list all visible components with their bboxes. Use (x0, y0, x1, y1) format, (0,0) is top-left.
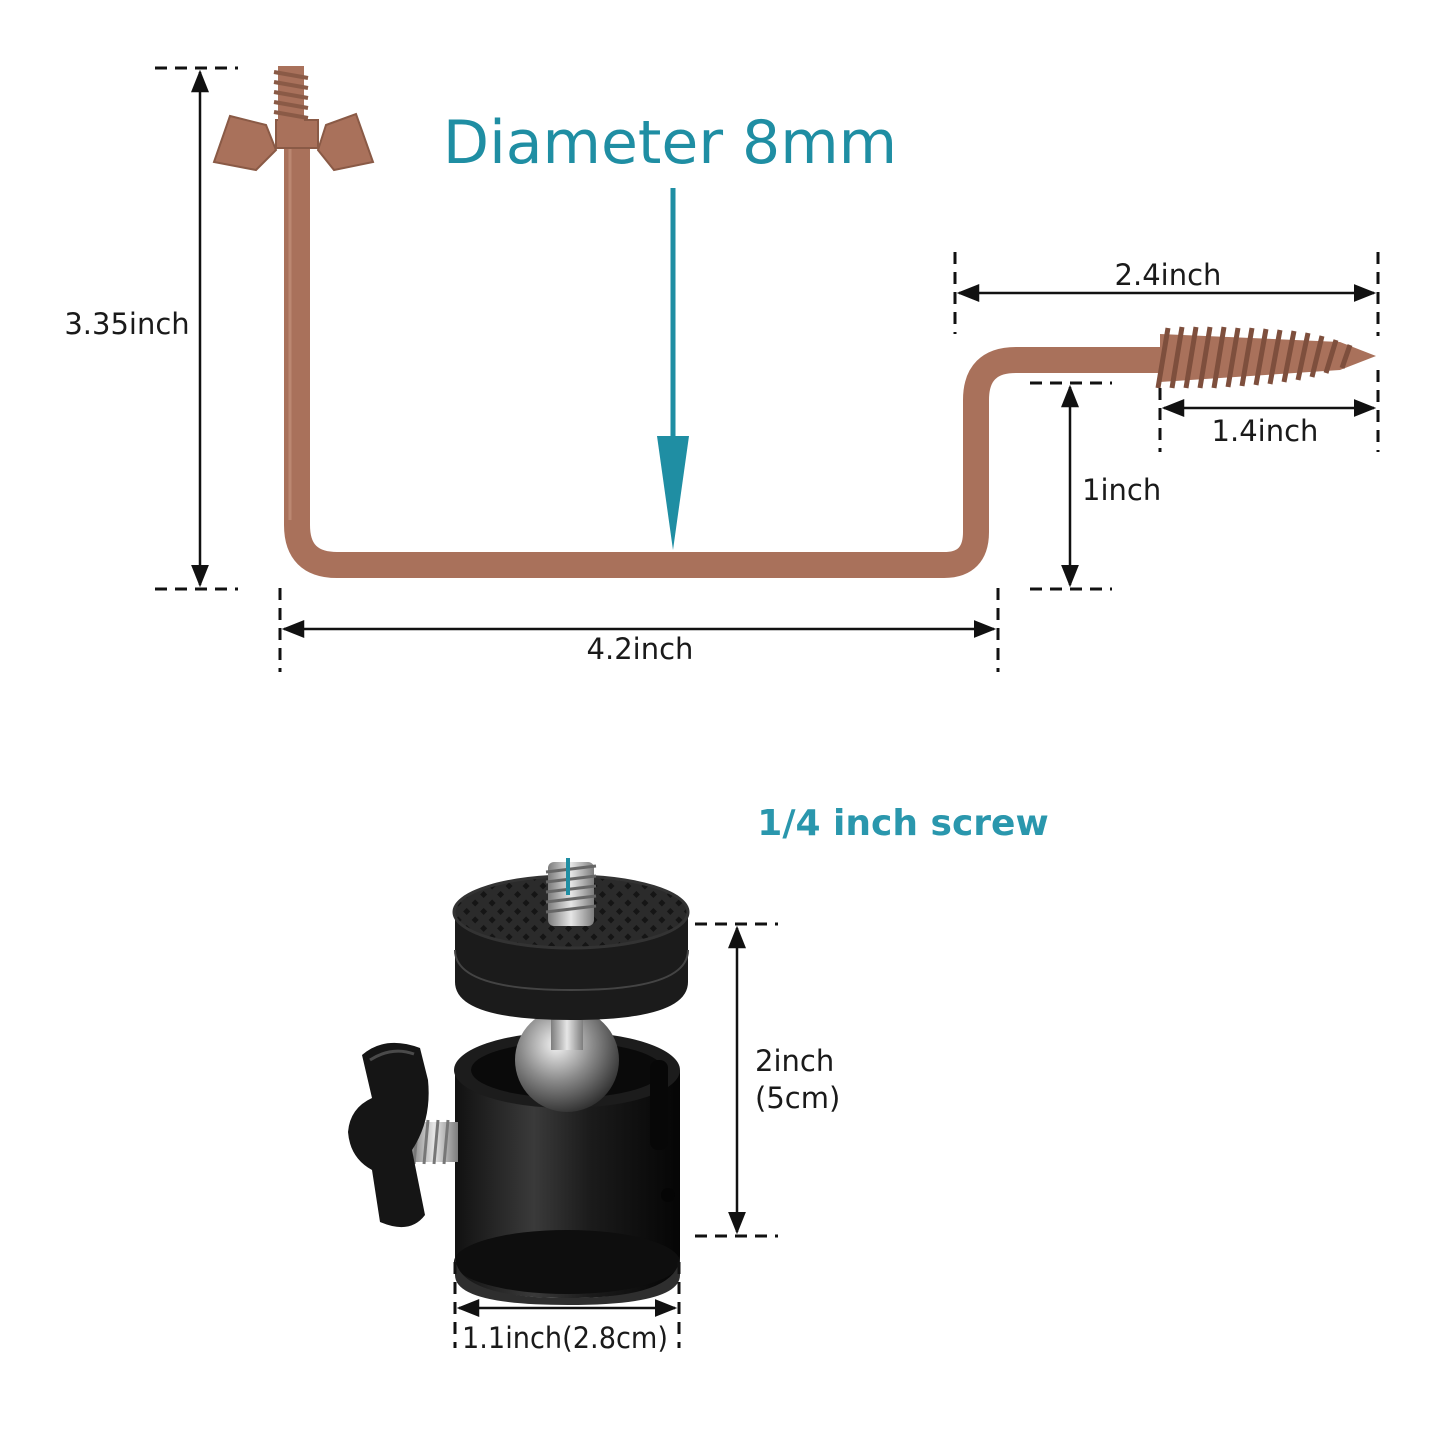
ball-head-illustration (348, 858, 690, 1305)
width-dimension: 4.2inch (278, 588, 1000, 672)
offset-dimension: 1inch (1030, 381, 1161, 591)
width-label: 4.2inch (587, 632, 694, 666)
wood-screw (1155, 326, 1376, 389)
diameter-label: Diameter 8mm (443, 108, 897, 178)
hook-rod (284, 145, 1165, 578)
diameter-callout: Diameter 8mm (443, 108, 897, 550)
quarter-inch-screw (545, 858, 597, 926)
screw-dimension: 1.4inch (1158, 370, 1380, 452)
height-label: 3.35inch (64, 307, 189, 341)
arm-length-label: 2.4inch (1115, 258, 1222, 292)
ballhead-height-label-2: (5cm) (755, 1081, 840, 1115)
arm-dimension: 2.4inch (953, 252, 1380, 336)
screw-length-label: 1.4inch (1212, 414, 1319, 448)
ballhead-height-label-1: 2inch (755, 1044, 834, 1078)
height-dimension: 3.35inch (64, 66, 238, 591)
ballhead-width-label: 1.1inch(2.8cm) (462, 1321, 668, 1355)
ballhead-width-dimension: 1.1inch(2.8cm) (453, 1262, 681, 1355)
top-thread (273, 66, 309, 122)
hook-illustration (212, 66, 1376, 578)
offset-label: 1inch (1082, 473, 1161, 507)
locking-knob (348, 1042, 458, 1228)
ball-joint (515, 1008, 619, 1112)
screw-label: 1/4 inch screw (757, 803, 1048, 844)
ballhead-height-dimension: 2inch (5cm) (695, 922, 840, 1238)
